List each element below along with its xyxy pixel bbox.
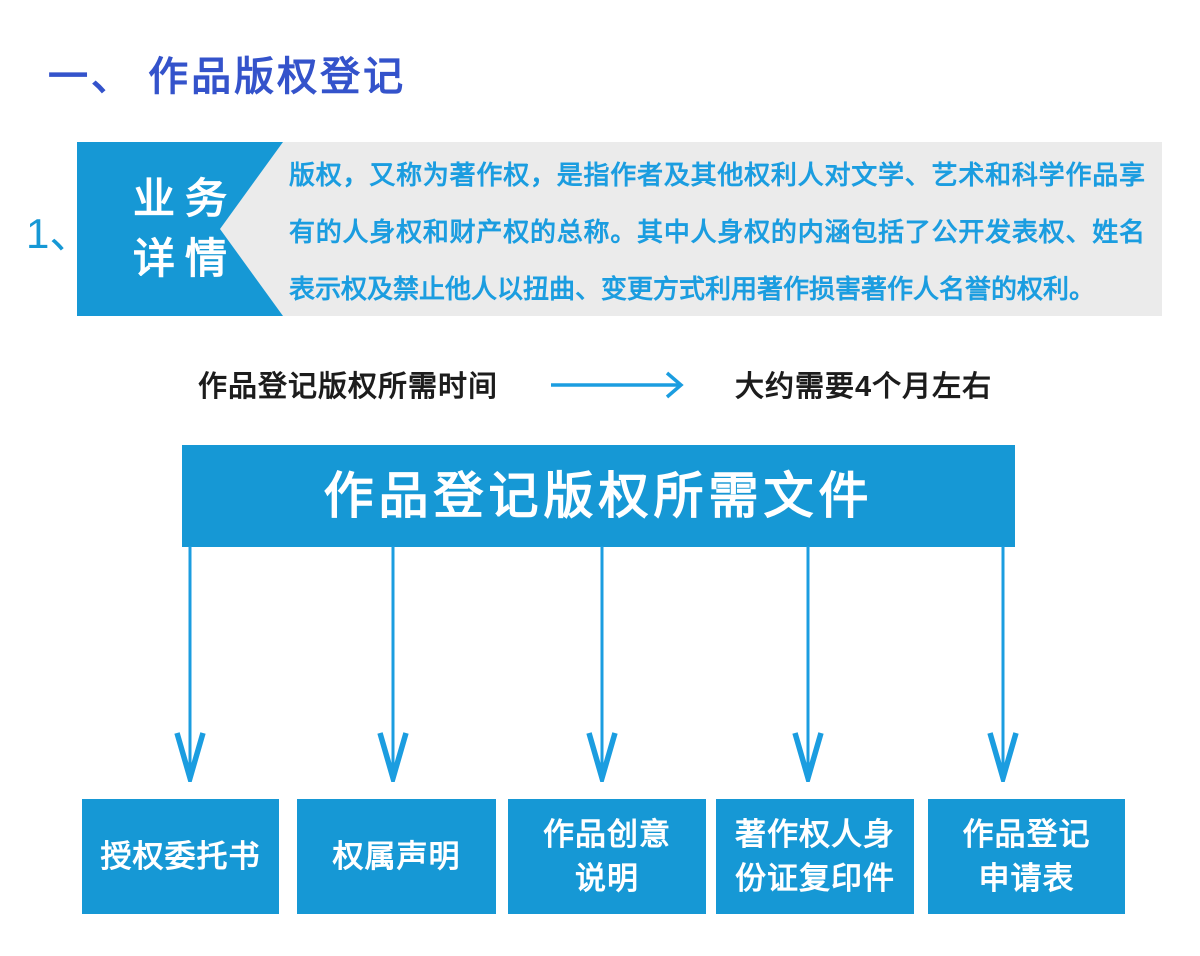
doc-label-line: 权属声明 bbox=[332, 838, 461, 874]
doc-label-line: 份证复印件 bbox=[735, 860, 895, 896]
document-box-application-form: 作品登记 申请表 bbox=[928, 799, 1125, 914]
copyright-description: 版权，又称为著作权，是指作者及其他权利人对文学、艺术和科学作品享有的人身权和财产… bbox=[289, 160, 1145, 304]
right-arrow-icon bbox=[551, 371, 684, 399]
description-panel bbox=[283, 142, 1162, 316]
down-arrow-icon bbox=[987, 546, 1019, 782]
doc-label-line: 作品创意 bbox=[543, 816, 671, 852]
tag-line-2: 详情 bbox=[132, 235, 237, 282]
down-arrow-icon bbox=[377, 546, 409, 782]
doc-label-line: 申请表 bbox=[978, 860, 1075, 896]
document-box-authorization-letter: 授权委托书 bbox=[82, 799, 279, 914]
required-documents-banner: 作品登记版权所需文件 bbox=[182, 445, 1015, 547]
document-box-id-copy: 著作权人身 份证复印件 bbox=[716, 799, 914, 914]
down-arrow-icon bbox=[792, 546, 824, 782]
tag-line-1: 业务 bbox=[132, 175, 237, 222]
banner-title: 作品登记版权所需文件 bbox=[323, 468, 874, 524]
doc-label-line: 授权委托书 bbox=[100, 838, 261, 874]
document-box-ownership-statement: 权属声明 bbox=[297, 799, 496, 914]
panel-notch-triangle bbox=[220, 142, 283, 316]
doc-label-line: 作品登记 bbox=[962, 816, 1091, 852]
duration-label: 作品登记版权所需时间 bbox=[198, 371, 499, 403]
down-arrow-icon bbox=[586, 546, 618, 782]
down-arrow-icon bbox=[174, 546, 206, 782]
doc-label-line: 说明 bbox=[575, 860, 639, 896]
document-box-creative-description: 作品创意 说明 bbox=[508, 799, 706, 914]
duration-value: 大约需要4个月左右 bbox=[735, 371, 993, 403]
page-title: 一、 作品版权登记 bbox=[48, 55, 407, 99]
doc-label-line: 著作权人身 bbox=[735, 816, 895, 852]
